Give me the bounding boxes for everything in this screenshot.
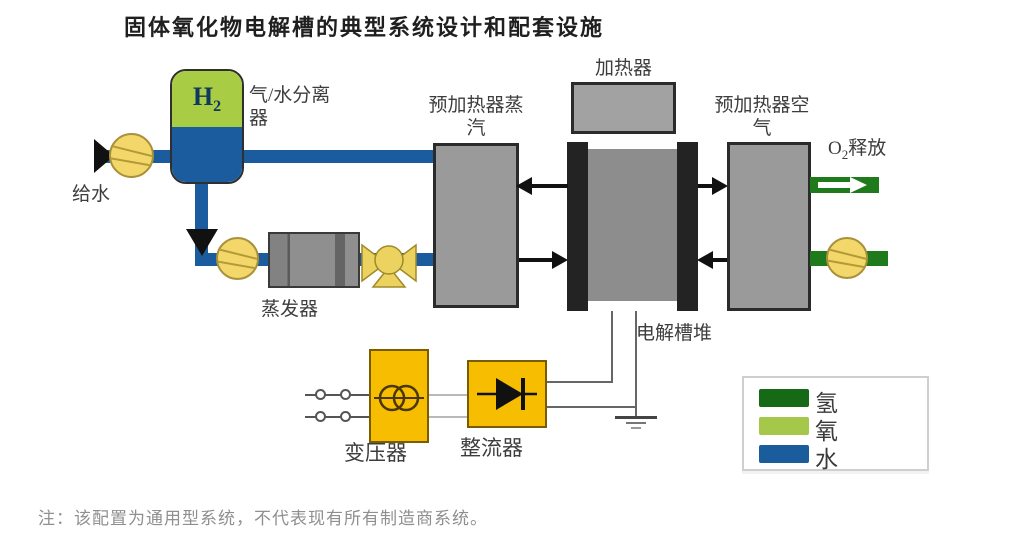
arrow-shaft bbox=[712, 258, 728, 262]
transformer-symbol-icon bbox=[374, 384, 424, 412]
air-preheater-label: 预加热器空 气 bbox=[714, 95, 810, 139]
legend: 氢 氧 水 bbox=[742, 376, 929, 472]
air-blower-icon bbox=[826, 237, 868, 279]
arrow-right-icon bbox=[552, 251, 568, 269]
o2-arrow-shaft bbox=[818, 182, 852, 188]
evaporator bbox=[268, 232, 360, 288]
arrow-shaft bbox=[531, 184, 568, 188]
feed-water-pump-icon bbox=[109, 133, 154, 178]
o2-release-label: O2释放 bbox=[828, 138, 887, 162]
o2-arrow-icon bbox=[850, 177, 867, 193]
legend-swatch-hydrogen bbox=[759, 389, 809, 407]
feed-flow-arrow-icon bbox=[94, 139, 114, 173]
arrow-right-icon bbox=[712, 177, 728, 195]
gas-water-separator: H2 bbox=[170, 69, 244, 184]
footnote: 注：该配置为通用型系统，不代表现有所有制造商系统。 bbox=[38, 509, 488, 528]
legend-label-water: 水 bbox=[815, 447, 838, 472]
feed-water-label: 给水 bbox=[72, 184, 111, 205]
ground-icon bbox=[631, 427, 641, 429]
dc-wire bbox=[547, 381, 613, 383]
dc-wire bbox=[547, 406, 637, 408]
legend-swatch-water bbox=[759, 445, 809, 463]
ac-line bbox=[305, 394, 369, 396]
stack-core bbox=[588, 149, 677, 301]
evaporator-pump-icon bbox=[216, 237, 259, 280]
o2-release-pipe bbox=[810, 177, 879, 193]
legend-label-hydrogen: 氢 bbox=[815, 391, 838, 416]
control-valve-icon bbox=[361, 243, 417, 288]
connector-line bbox=[429, 394, 467, 396]
down-flow-arrow-icon bbox=[186, 229, 218, 256]
arrow-left-icon bbox=[697, 251, 713, 269]
separator-gas-section: H2 bbox=[172, 71, 242, 127]
steam-preheater-label: 预加热器蒸 汽 bbox=[428, 95, 524, 139]
stack-label: 电解槽堆 bbox=[636, 323, 713, 344]
transformer-label: 变压器 bbox=[344, 441, 407, 465]
arrow-left-icon bbox=[516, 177, 532, 195]
connector-line bbox=[429, 416, 467, 418]
switch-contact-icon bbox=[340, 411, 351, 422]
transformer bbox=[369, 349, 429, 443]
steam-preheater bbox=[433, 143, 519, 308]
heater bbox=[571, 82, 676, 134]
h2-label: H2 bbox=[192, 81, 222, 115]
rectifier bbox=[467, 360, 547, 428]
switch-contact-icon bbox=[340, 389, 351, 400]
legend-label-oxygen: 氧 bbox=[815, 419, 838, 444]
rectifier-label: 整流器 bbox=[460, 436, 523, 460]
air-preheater bbox=[727, 142, 811, 311]
legend-swatch-oxygen bbox=[759, 417, 809, 435]
ground-wire bbox=[635, 311, 637, 417]
heater-label: 加热器 bbox=[594, 58, 652, 79]
switch-contact-icon bbox=[315, 411, 326, 422]
arrow-shaft bbox=[519, 258, 554, 262]
dc-wire bbox=[611, 311, 613, 383]
ground-icon bbox=[615, 416, 657, 419]
switch-contact-icon bbox=[315, 389, 326, 400]
arrow-shaft bbox=[698, 184, 714, 188]
ac-line bbox=[305, 416, 369, 418]
evaporator-label: 蒸发器 bbox=[261, 299, 319, 320]
diode-symbol-icon bbox=[477, 378, 537, 410]
separator-label: 气/水分离 器 bbox=[249, 85, 331, 129]
ground-icon bbox=[626, 422, 646, 424]
page-title: 固体氧化物电解槽的典型系统设计和配套设施 bbox=[124, 15, 605, 40]
stack-left-electrode bbox=[567, 142, 588, 311]
stack-right-electrode bbox=[677, 142, 698, 311]
separator-water-section bbox=[172, 126, 242, 182]
